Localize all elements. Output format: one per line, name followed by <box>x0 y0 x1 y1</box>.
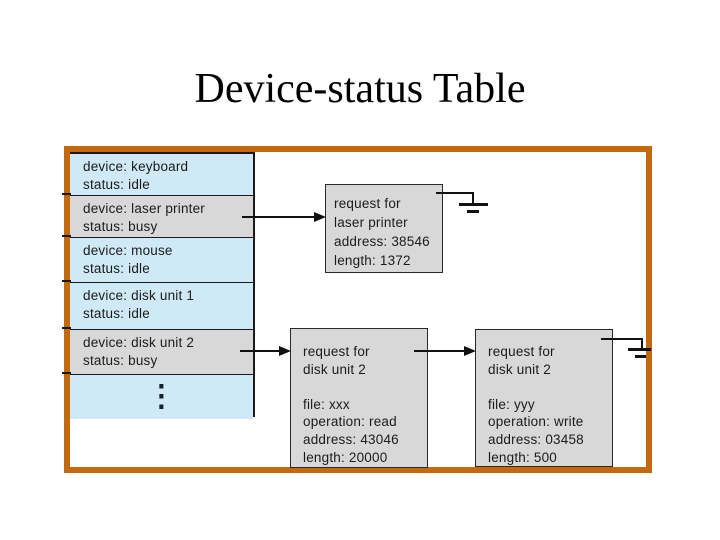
device-row-disk-unit-1: device: disk unit 1 status: idle <box>70 283 253 330</box>
device-label: device: mouse <box>83 243 173 258</box>
request-line: length: 20000 <box>303 449 388 465</box>
request-line: disk unit 2 <box>488 361 551 377</box>
device-row-mouse: device: mouse status: idle <box>70 238 253 283</box>
request-line: disk unit 2 <box>303 361 366 377</box>
status-label: status: idle <box>83 260 150 276</box>
request-line: request for <box>303 344 370 359</box>
device-label: device: disk unit 2 <box>83 335 195 350</box>
request-line: address: 38546 <box>334 234 430 249</box>
request-line: operation: read <box>303 414 397 430</box>
request-line: file: yyy <box>488 396 535 412</box>
status-label: status: busy <box>83 218 158 234</box>
request-line: length: 500 <box>488 449 558 465</box>
device-label: device: laser printer <box>83 201 206 216</box>
device-label: device: disk unit 1 <box>83 288 195 303</box>
request-line: request for <box>488 344 555 359</box>
request-line: request for <box>334 196 401 211</box>
device-row-laser-printer: device: laser printer status: busy <box>70 196 253 238</box>
status-label: status: idle <box>83 305 150 321</box>
request-line: file: xxx <box>303 396 350 412</box>
request-line: laser printer <box>334 215 408 230</box>
request-line: operation: write <box>488 414 584 430</box>
request-line: address: 03458 <box>488 431 584 447</box>
request-box-laser-printer: request for laser printer address: 38546… <box>325 184 443 273</box>
request-line: length: 1372 <box>334 253 411 268</box>
device-row-disk-unit-2: device: disk unit 2 status: busy <box>70 330 253 375</box>
status-label: status: idle <box>83 176 150 192</box>
request-line-blank <box>303 378 427 396</box>
device-label: device: keyboard <box>83 159 189 174</box>
request-box-disk-unit-2-first: request for disk unit 2 file: xxx operat… <box>290 328 428 468</box>
slide-title: Device-status Table <box>194 66 526 112</box>
request-box-disk-unit-2-second: request for disk unit 2 file: yyy operat… <box>475 329 613 467</box>
device-row-keyboard: device: keyboard status: idle <box>70 154 253 196</box>
request-line: address: 43046 <box>303 431 399 447</box>
status-label: status: busy <box>83 352 158 368</box>
table-continuation-ellipsis: ⋮ <box>70 375 253 419</box>
request-line-blank <box>488 378 612 396</box>
device-status-table: device: keyboard status: idle device: la… <box>70 152 255 419</box>
diagram-frame <box>64 146 652 473</box>
